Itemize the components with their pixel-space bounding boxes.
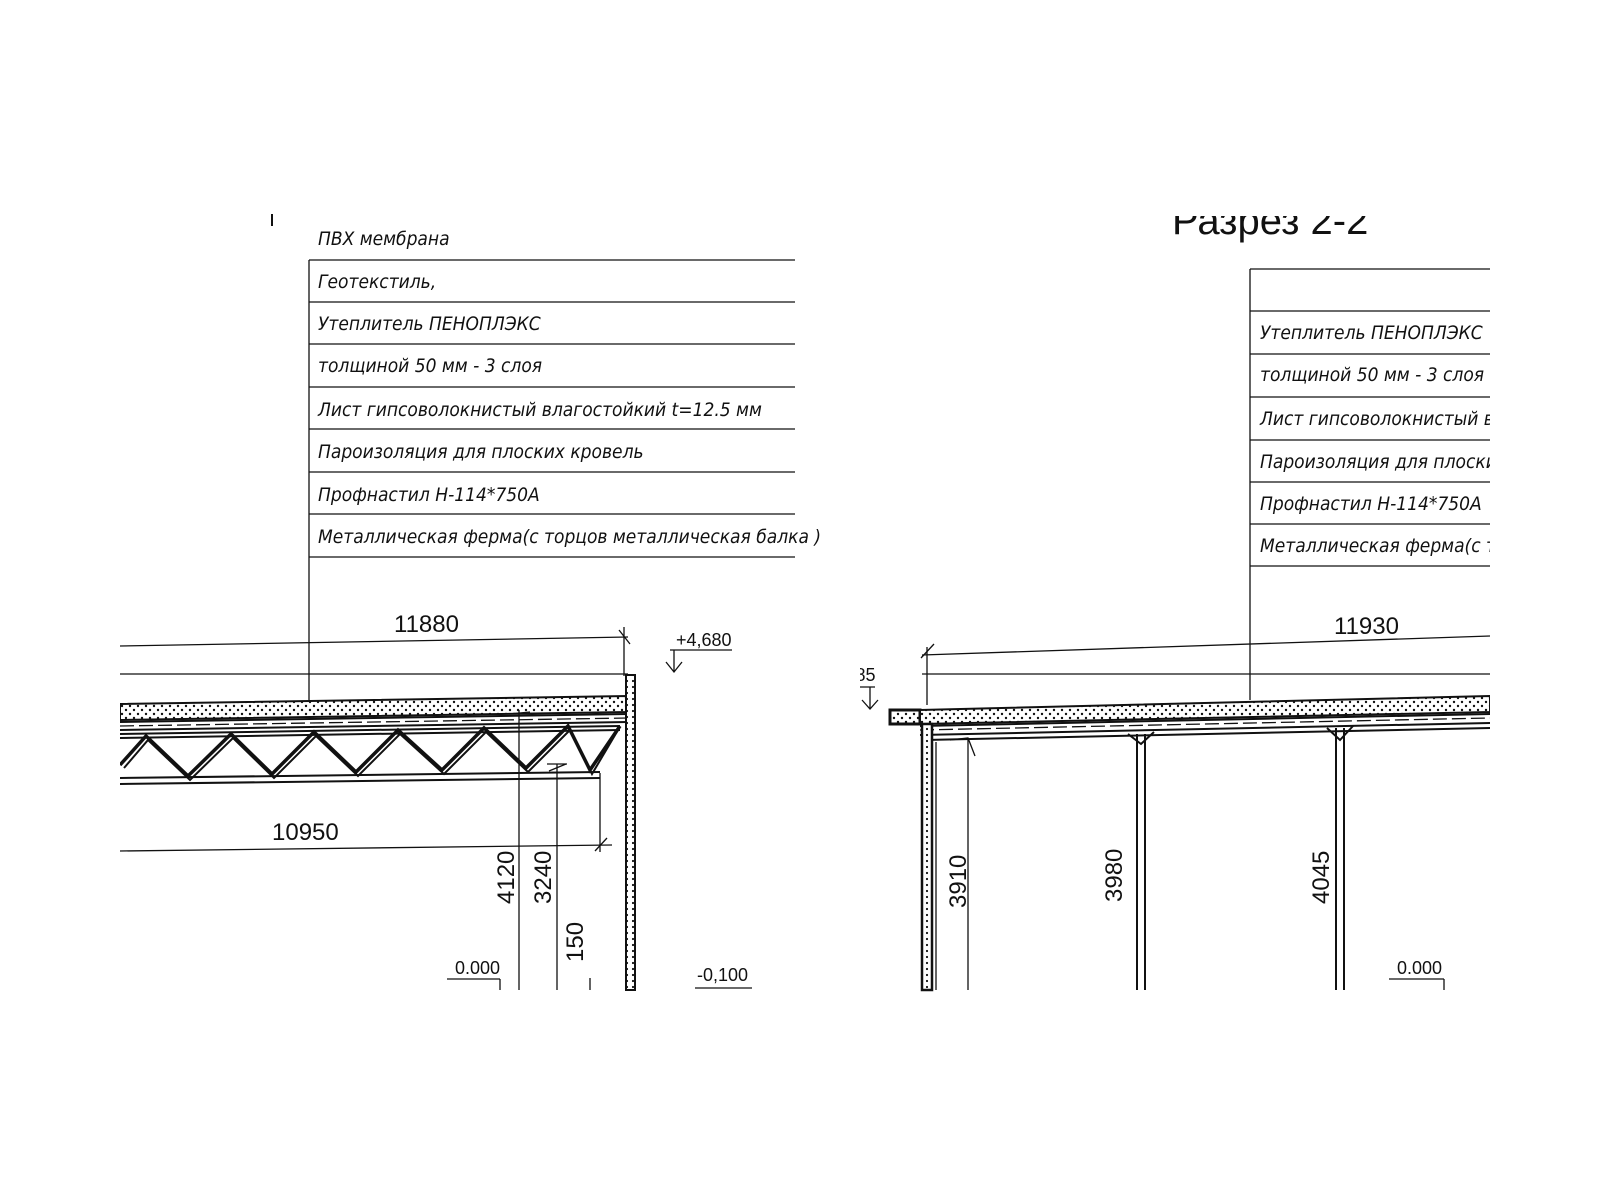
left-layer-6: Профнастил Н-114*750А <box>318 484 540 506</box>
right-level-zero-value: 0.000 <box>1397 958 1442 978</box>
left-level-neg-value: -0,100 <box>697 965 748 985</box>
left-section: ПВХ мембрана Геотекстиль, Утеплитель ПЕН… <box>120 214 821 991</box>
left-dim-v2-value: 3240 <box>530 851 557 904</box>
left-layer-7: Металлическая ферма(с торцов металлическ… <box>318 526 821 548</box>
right-dim-v1-value: 3910 <box>945 855 972 908</box>
right-level-top: +4,185 <box>820 665 879 710</box>
right-dim-top-value: 11930 <box>1334 613 1399 640</box>
right-layer-3: Лист гипсоволокнистый вл <box>1259 408 1505 430</box>
left-dim-v3-value: 150 <box>562 922 589 962</box>
right-dim-v2-value: 3980 <box>1101 849 1128 902</box>
right-layer-6: Металлическая ферма(с то <box>1260 535 1506 557</box>
right-dim-v3-value: 4045 <box>1308 851 1335 904</box>
left-layer-table: ПВХ мембрана Геотекстиль, Утеплитель ПЕН… <box>308 228 821 700</box>
right-columns <box>949 725 1354 990</box>
right-dim-vertical: 3910 3980 4045 <box>945 849 1335 908</box>
left-level-zero-value: 0.000 <box>455 958 500 978</box>
left-dim-top: 11880 <box>120 611 631 676</box>
left-dim-bottom-value: 10950 <box>272 819 339 846</box>
section-title-group: Разрез 2-2 <box>1160 160 1380 243</box>
right-layer-2: толщиной 50 мм - 3 слоя <box>1260 364 1484 386</box>
left-truss <box>120 723 622 785</box>
left-dim-top-value: 11880 <box>394 611 459 638</box>
right-section: Утеплитель ПЕНОПЛЭКС толщиной 50 мм - 3 … <box>820 268 1508 992</box>
left-end-wall <box>625 674 636 991</box>
right-layer-table: Утеплитель ПЕНОПЛЭКС толщиной 50 мм - 3 … <box>1249 268 1508 700</box>
right-layer-1: Утеплитель ПЕНОПЛЭКС <box>1260 322 1483 344</box>
right-roof-slab <box>888 694 1490 741</box>
right-dim-top: 11930 <box>920 613 1490 705</box>
right-layer-5: Профнастил Н-114*750А <box>1260 493 1482 515</box>
right-layer-4: Пароизоляция для плоских <box>1260 451 1508 473</box>
left-roof-slab <box>120 694 629 731</box>
right-outer-wall <box>920 722 937 992</box>
left-level-neg: -0,100 <box>695 965 752 989</box>
left-layer-0: ПВХ мембрана <box>318 228 450 250</box>
left-layer-5: Пароизоляция для плоских кровель <box>318 441 644 463</box>
left-level-top-value: +4,680 <box>676 630 732 650</box>
left-dim-v1-value: 4120 <box>493 851 520 904</box>
right-level-top-value: +4,185 <box>820 665 876 685</box>
left-layer-4: Лист гипсоволокнистый влагостойкий t=12.… <box>317 399 762 421</box>
right-level-zero: 0.000 <box>1389 958 1445 990</box>
left-dim-bottom: 10950 <box>120 773 613 852</box>
left-level-zero: 0.000 <box>447 958 501 990</box>
left-layer-1: Геотекстиль, <box>318 271 436 293</box>
left-layer-2: Утеплитель ПЕНОПЛЭКС <box>318 313 541 335</box>
left-level-top: +4,680 <box>665 630 732 674</box>
left-dim-vertical: 4120 3240 150 <box>493 710 591 990</box>
left-layer-3: толщиной 50 мм - 3 слоя <box>318 355 542 377</box>
